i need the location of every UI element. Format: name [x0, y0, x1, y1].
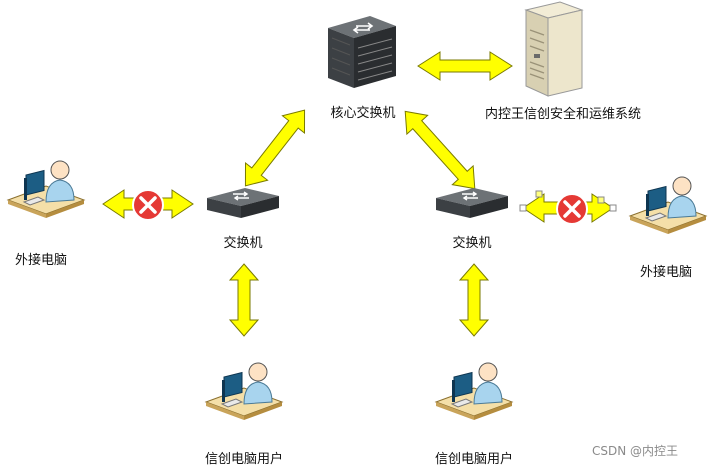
core-switch-label: 核心交换机 — [330, 106, 396, 121]
selection-handle — [597, 196, 605, 204]
selection-handle — [535, 190, 543, 198]
blocked-icon — [132, 189, 164, 221]
user-left-icon — [204, 362, 284, 420]
selection-handle — [519, 204, 527, 212]
arrow-left-switch-to-user — [228, 263, 260, 337]
switch-left-label: 交换机 — [223, 236, 263, 251]
arrow-core-to-left-switch-shape — [244, 109, 306, 187]
external-pc-left-icon — [6, 160, 86, 218]
arrow-core-to-server — [417, 51, 513, 81]
user-right-label: 信创电脑用户 — [434, 452, 513, 467]
external-pc-right-label: 外接电脑 — [639, 265, 692, 280]
external-pc-left-label: 外接电脑 — [14, 253, 67, 268]
arrow-right-switch-to-user — [458, 263, 490, 337]
external-pc-right-icon — [628, 176, 708, 234]
user-left-label: 信创电脑用户 — [204, 452, 283, 467]
core-switch-icon — [328, 16, 396, 88]
switch-right-label: 交换机 — [452, 236, 492, 251]
switch-left-icon — [207, 188, 279, 218]
blocked-icon — [556, 193, 588, 225]
watermark: CSDN @内控王 — [592, 444, 679, 458]
switch-right-icon — [436, 188, 508, 218]
server-icon — [524, 1, 584, 97]
user-right-icon — [434, 362, 514, 420]
selection-handle — [609, 204, 617, 212]
security-system-label: 内控王信创安全和运维系统 — [484, 107, 641, 122]
